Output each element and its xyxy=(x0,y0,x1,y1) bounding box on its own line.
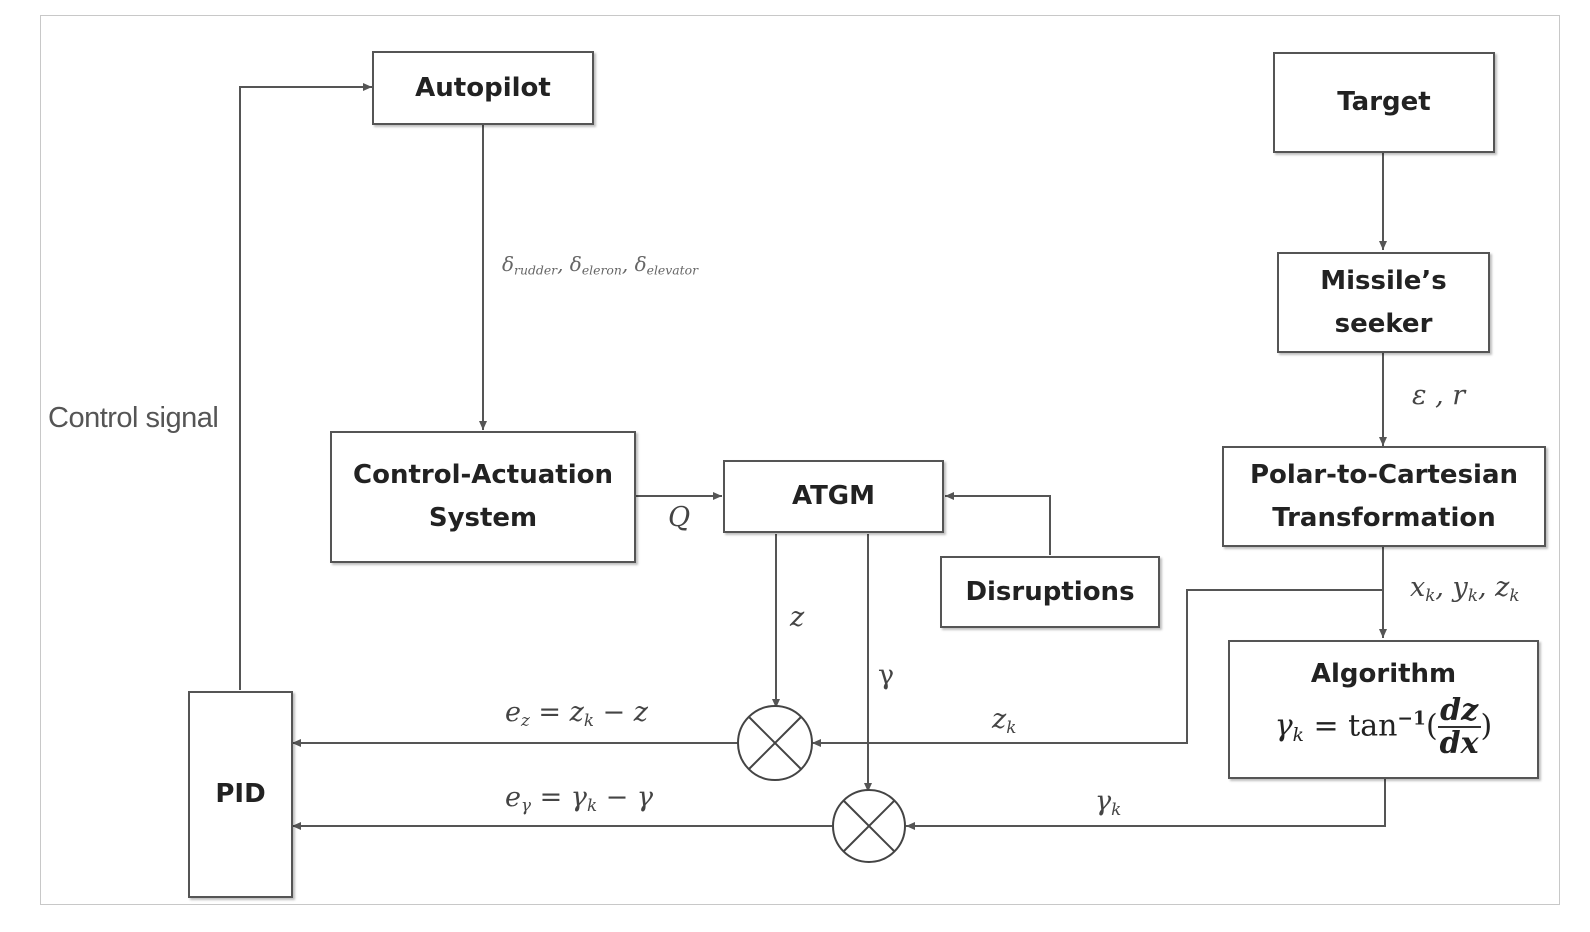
autopilot-block: Autopilot xyxy=(372,51,594,125)
pid-block: PID xyxy=(188,691,293,898)
control-actuation-block: Control-Actuation System xyxy=(330,431,636,563)
control-actuation-label: Control-Actuation System xyxy=(353,460,613,533)
seeker-block: Missile’s seeker xyxy=(1277,252,1490,353)
diagram-frame xyxy=(40,15,1560,905)
cartesian-coords-label: xk, yk, zk xyxy=(1410,572,1520,606)
atgm-label: ATGM xyxy=(791,481,876,512)
error-z-label: ez = zk − z xyxy=(505,697,648,731)
deflection-angles-label: δrudder, δeleron, δelevator xyxy=(502,252,698,278)
summing-junction-gamma xyxy=(832,789,906,863)
disruptions-block: Disruptions xyxy=(940,556,1160,628)
polar-to-cartesian-block: Polar-to-Cartesian Transformation xyxy=(1222,446,1546,547)
target-label: Target xyxy=(1337,87,1431,118)
arrow-disruptions-to-atgm xyxy=(945,492,1051,555)
autopilot-label: Autopilot xyxy=(415,72,551,103)
algorithm-label: Algorithm xyxy=(1310,659,1457,690)
atgm-block: ATGM xyxy=(723,460,944,533)
arrow-pid-to-autopilot xyxy=(239,83,372,690)
disruptions-label: Disruptions xyxy=(965,576,1135,607)
error-gamma-label: eγ = γk − γ xyxy=(505,782,654,816)
target-block: Target xyxy=(1273,52,1495,153)
epsilon-r-label: ε , r xyxy=(1412,380,1466,411)
gammak-label: γk xyxy=(1095,786,1122,820)
z-label: z xyxy=(790,602,805,633)
control-signal-label: Control signal xyxy=(48,402,219,434)
q-label: Q xyxy=(668,502,691,533)
summing-junction-z xyxy=(737,705,813,781)
seeker-label: Missile’s seeker xyxy=(1320,265,1447,339)
arrow-zk-to-sum-z xyxy=(812,589,1383,747)
gamma-label: γ xyxy=(878,660,895,691)
arrow-gammak-to-sum-gamma xyxy=(906,778,1386,830)
pid-label: PID xyxy=(215,779,266,810)
polar-to-cartesian-label: Polar-to-Cartesian Transformation xyxy=(1249,459,1519,533)
zk-label: zk xyxy=(992,704,1017,738)
